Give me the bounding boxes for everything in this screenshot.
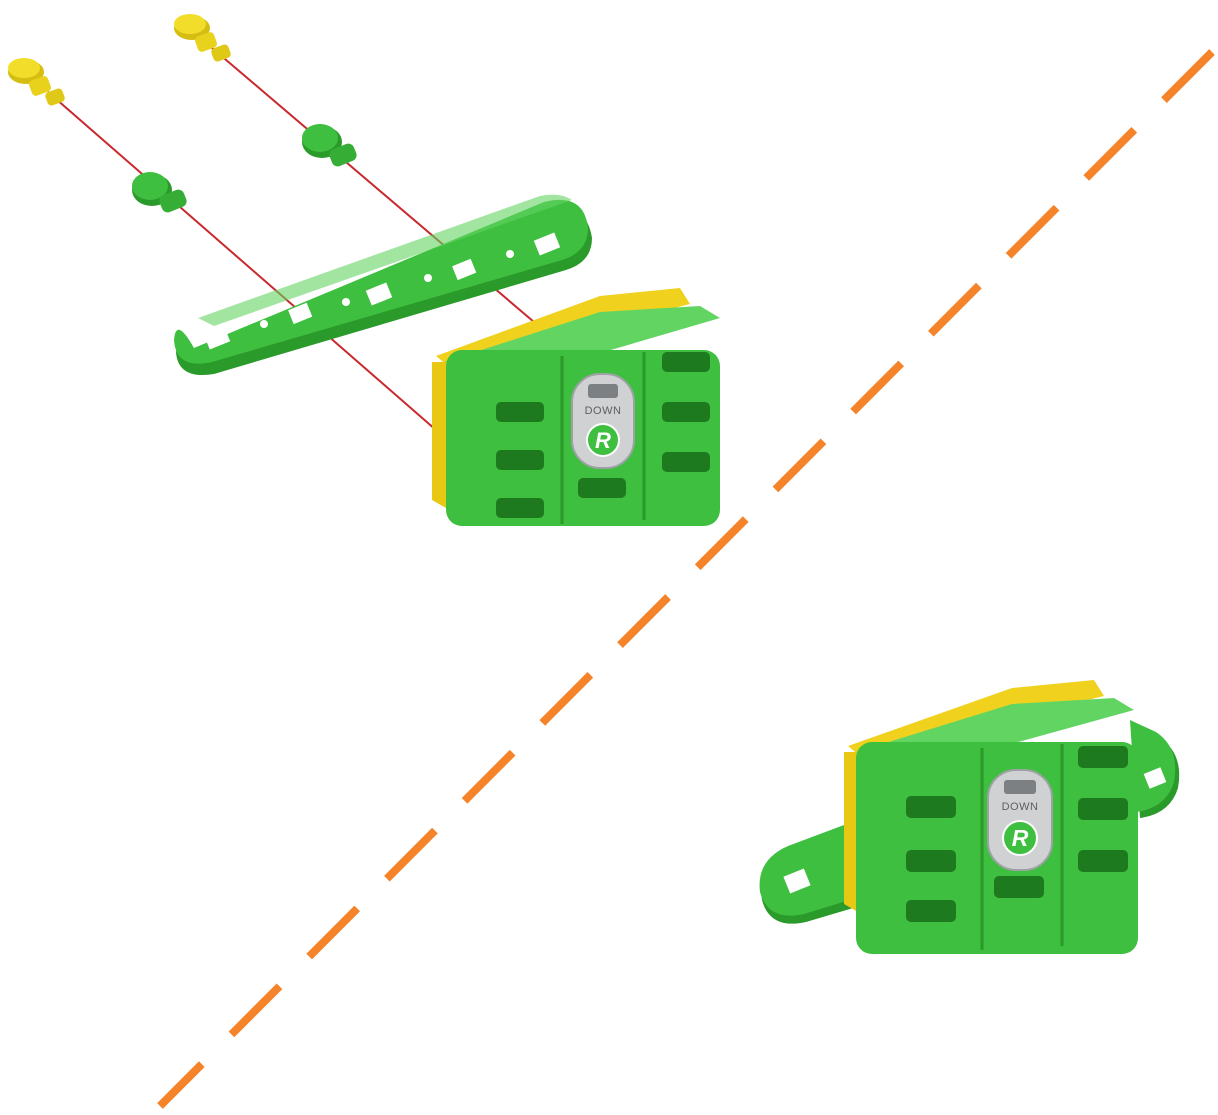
green-strip (174, 194, 592, 376)
badge-label-down: DOWN (585, 405, 622, 417)
screw-left (8, 58, 65, 106)
logo-letter: R (1012, 825, 1029, 851)
nut-left (132, 172, 187, 213)
block-exploded: DOWN R (432, 288, 720, 526)
block-assembled: DOWN R (844, 680, 1138, 954)
strip-end-left (759, 822, 860, 924)
nut-right (302, 124, 357, 167)
assembled-view: DOWN R (759, 680, 1180, 954)
strip-holes (203, 232, 561, 350)
guide-line-left (47, 91, 437, 431)
badge-label-down: DOWN (1002, 801, 1039, 813)
logo-letter: R (595, 428, 611, 453)
strip-end-right (1130, 720, 1180, 818)
block-slots (906, 746, 1128, 922)
badge: DOWN R (571, 373, 635, 469)
block-slots (496, 352, 710, 518)
exploded-view: DOWN R (8, 14, 720, 526)
screw-right (174, 14, 231, 62)
divider-line (157, 49, 1215, 1109)
badge: DOWN R (987, 769, 1053, 871)
